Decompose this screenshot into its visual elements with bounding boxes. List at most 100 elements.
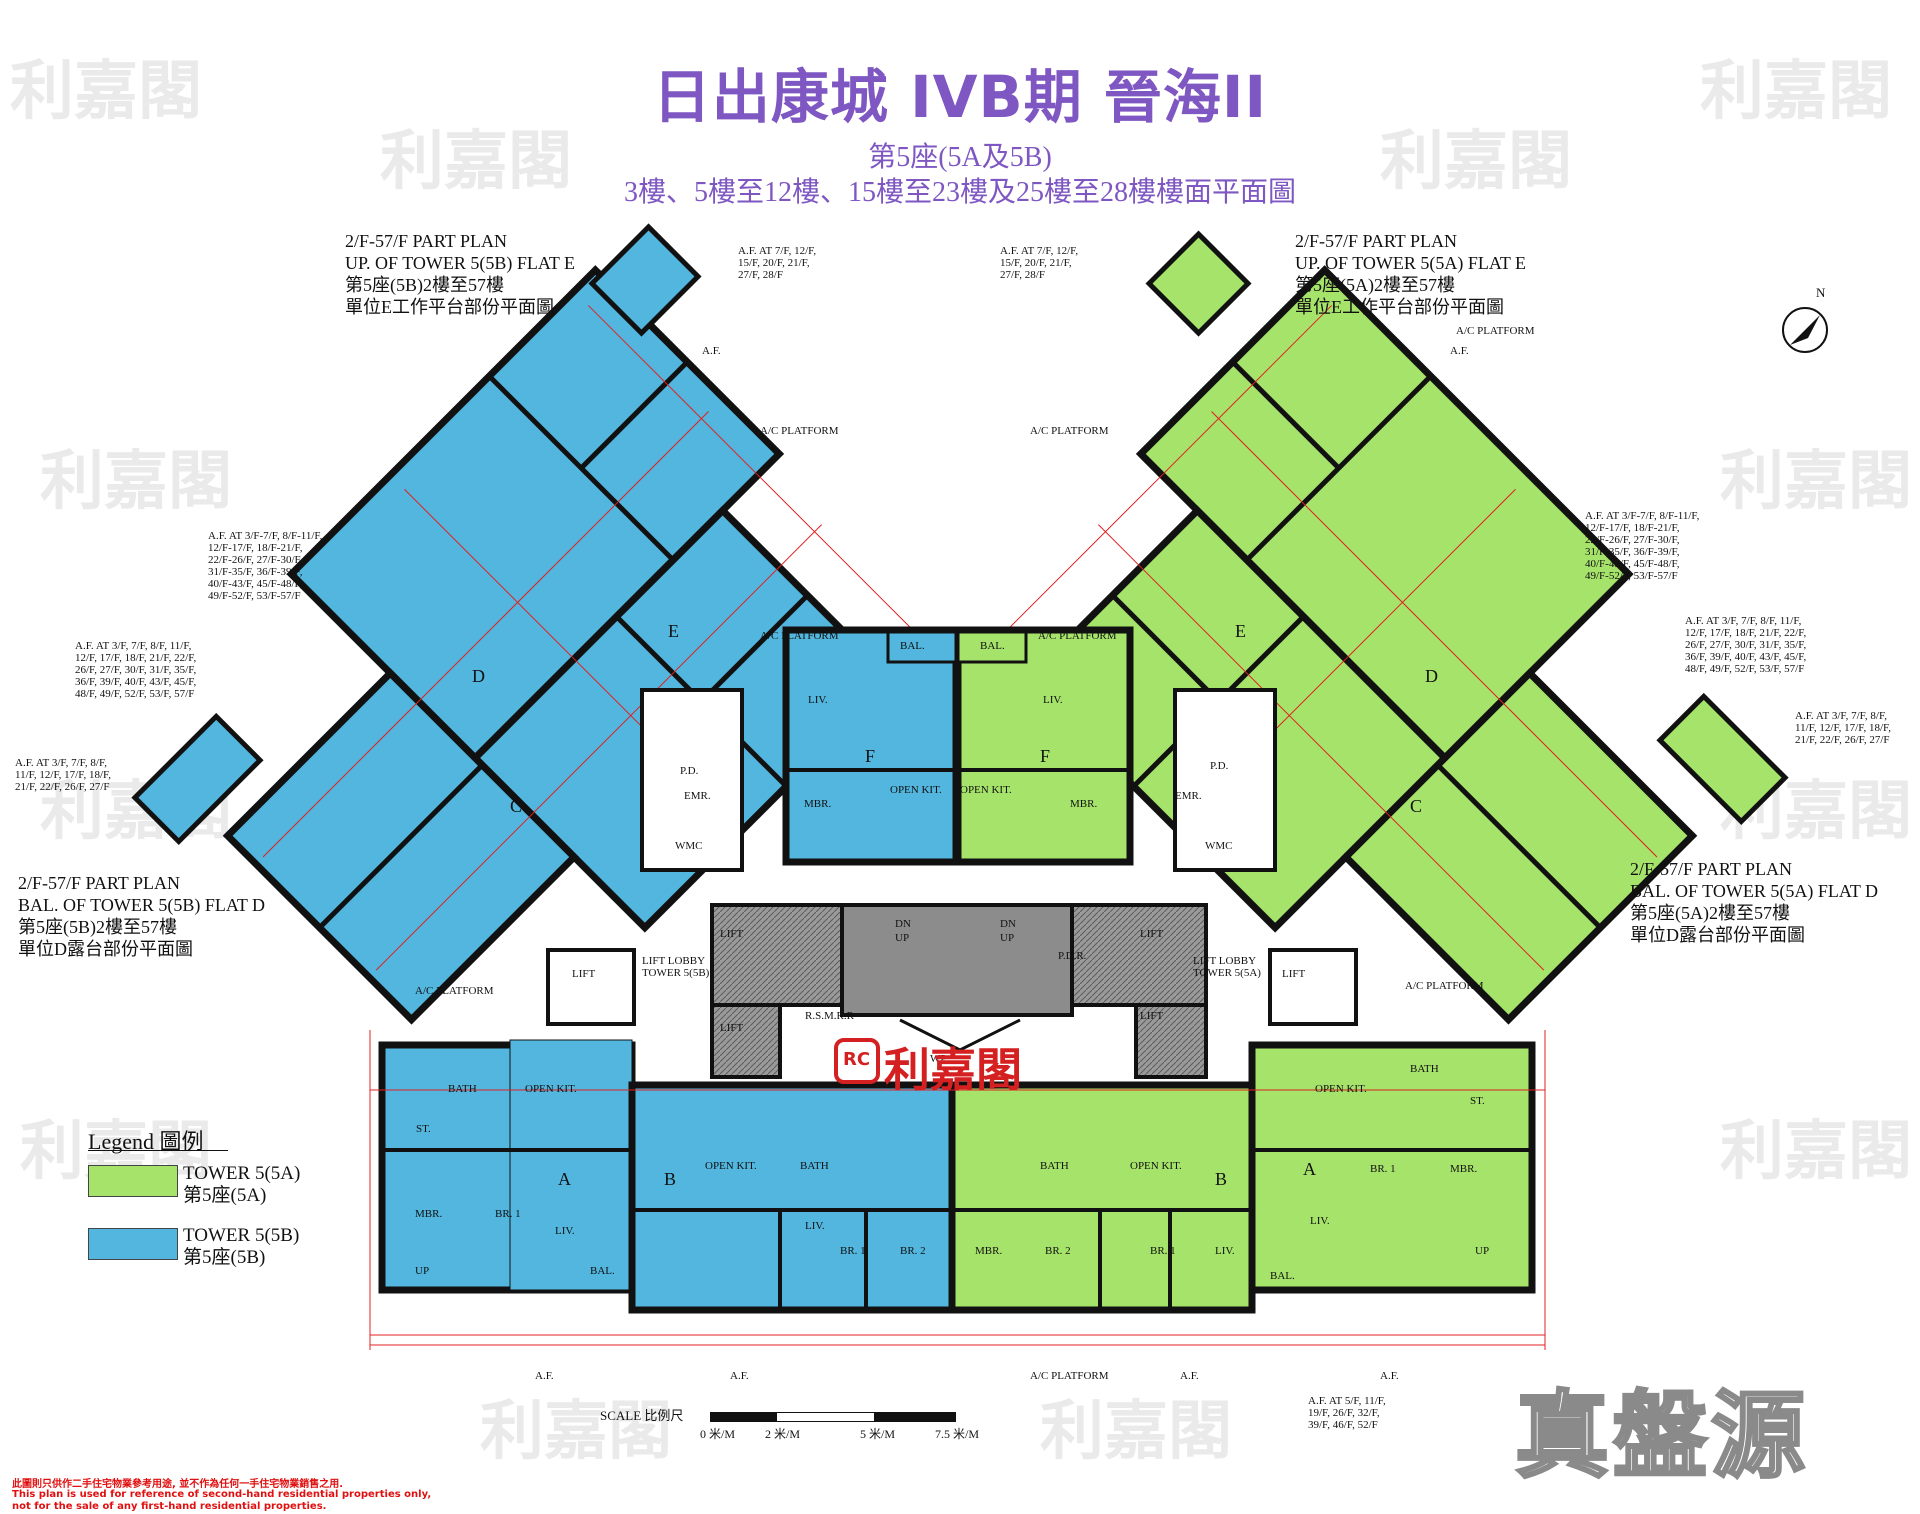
lift-shaft-5b-2 bbox=[710, 1003, 782, 1079]
emr-room-5a bbox=[1173, 688, 1277, 872]
callout-line: BAL. OF TOWER 5(5A) FLAT D bbox=[1630, 881, 1879, 901]
scale-tick: 0 米/M bbox=[700, 1427, 736, 1441]
af-label: A.F. bbox=[535, 1370, 554, 1382]
flat-letter: D bbox=[472, 666, 485, 686]
ac-platform-label: A/C PLATFORM bbox=[1456, 325, 1535, 337]
room-label: BATH bbox=[448, 1083, 477, 1095]
room-label: LIV. bbox=[555, 1225, 575, 1237]
room-label: UP bbox=[1475, 1245, 1490, 1257]
page-subtitle: 第5座(5A及5B) bbox=[868, 142, 1052, 173]
room-label: LIV. bbox=[1043, 694, 1063, 706]
flat-letter: A bbox=[1303, 1159, 1316, 1179]
room-label: ST. bbox=[416, 1123, 431, 1135]
callout-line: 第5座(5A)2樓至57樓 bbox=[1630, 903, 1790, 923]
callout-line: 單位D露台部份平面圖 bbox=[1630, 925, 1805, 945]
callout-line: UP. OF TOWER 5(5A) FLAT E bbox=[1295, 253, 1527, 273]
scale-segment bbox=[710, 1412, 778, 1422]
flat-f-5b bbox=[782, 626, 960, 866]
callout-line: 單位E工作平台部份平面圖 bbox=[1295, 297, 1504, 317]
callout-line: 第5座(5B)2樓至57樓 bbox=[18, 917, 177, 937]
flat-a-5a bbox=[1248, 1041, 1536, 1294]
af-note: A.F. AT 3/F, 7/F, 8/F,11/F, 12/F, 17/F, … bbox=[15, 757, 112, 793]
callout-line: 2/F-57/F PART PLAN bbox=[345, 231, 507, 251]
legend-label-5a: TOWER 5(5A)第5座(5A) bbox=[183, 1163, 301, 1206]
af-note: A.F. AT 3/F, 7/F, 8/F, 11/F,12/F, 17/F, … bbox=[1685, 615, 1807, 675]
part-plan-5a-e bbox=[1145, 230, 1252, 337]
room-label: OPEN KIT. bbox=[705, 1160, 757, 1172]
flat-letter: E bbox=[1235, 621, 1246, 641]
scale-tick: 5 米/M bbox=[860, 1427, 896, 1441]
watermark-text: 真盤源 bbox=[1513, 1381, 1810, 1493]
flat-letter: F bbox=[1040, 746, 1051, 766]
scale-label: SCALE 比例尺 bbox=[600, 1408, 684, 1423]
room-label: BR. 2 bbox=[1045, 1245, 1071, 1257]
af-note: A.F. AT 3/F, 7/F, 8/F, 11/F,12/F, 17/F, … bbox=[75, 640, 197, 700]
room-label: OPEN KIT. bbox=[960, 784, 1012, 796]
emr-label: EMR. bbox=[684, 790, 711, 802]
room-label: BR. 1 bbox=[840, 1245, 866, 1257]
legend-swatch-5a bbox=[88, 1165, 178, 1197]
scale-tick: 2 米/M bbox=[765, 1427, 801, 1441]
ac-platform-label: A/C PLATFORM bbox=[1030, 1370, 1109, 1382]
scale-segment bbox=[874, 1412, 956, 1422]
room-label: OPEN KIT. bbox=[525, 1083, 577, 1095]
room-label: MBR. bbox=[1070, 798, 1098, 810]
lift-shaft-5b bbox=[710, 903, 844, 1007]
legend-label-5b: TOWER 5(5B)第5座(5B) bbox=[183, 1225, 300, 1268]
room-label: BATH bbox=[1410, 1063, 1439, 1075]
callout-line: 2/F-57/F PART PLAN bbox=[18, 873, 180, 893]
room-label: BAL. bbox=[1270, 1270, 1295, 1282]
callout-line: 單位D露台部份平面圖 bbox=[18, 939, 193, 959]
af-note: A.F. AT 3/F-7/F, 8/F-11/F,12/F-17/F, 18/… bbox=[1585, 510, 1700, 582]
lift-shaft-5a bbox=[1070, 903, 1208, 1007]
flat-f-5a bbox=[954, 626, 1134, 866]
af-label: A.F. bbox=[1380, 1370, 1399, 1382]
scale-tick: 7.5 米/M bbox=[935, 1427, 980, 1441]
room-label: LIV. bbox=[805, 1220, 825, 1232]
room-label: BR. 1 bbox=[495, 1208, 521, 1220]
disclaimer-en-1: This plan is used for reference of secon… bbox=[12, 1489, 432, 1500]
callout-line: 單位E工作平台部份平面圖 bbox=[345, 297, 554, 317]
af-note: A.F. AT 3/F, 7/F, 8/F,11/F, 12/F, 17/F, … bbox=[1795, 710, 1892, 746]
callout-part-plan-5a-e: 2/F-57/F PART PLAN UP. OF TOWER 5(5A) FL… bbox=[1295, 230, 1526, 318]
page-subtitle-floors: 3樓、5樓至12樓、15樓至23樓及25樓至28樓樓面平面圖 bbox=[623, 177, 1296, 208]
lift-5a-lobby bbox=[1268, 948, 1358, 1026]
flat-letter: C bbox=[510, 796, 523, 816]
room-label: ST. bbox=[1470, 1095, 1485, 1107]
room-label: BR. 1 bbox=[1150, 1245, 1176, 1257]
part-plan-5b-e bbox=[588, 223, 702, 337]
lift-label: LIFT bbox=[572, 968, 596, 980]
callout-line: 2/F-57/F PART PLAN bbox=[1295, 231, 1457, 251]
af-note: A.F. AT 5/F, 11/F,19/F, 26/F, 32/F,39/F,… bbox=[1308, 1395, 1386, 1431]
callout-part-plan-5a-d: 2/F-57/F PART PLAN BAL. OF TOWER 5(5A) F… bbox=[1630, 858, 1878, 946]
room-label: BAL. bbox=[980, 640, 1005, 652]
stair-core bbox=[840, 903, 1074, 1017]
page-title: 日出康城 IVB期 晉海II bbox=[652, 63, 1268, 131]
callout-line: BAL. OF TOWER 5(5B) FLAT D bbox=[18, 895, 266, 915]
room-label: LIV. bbox=[1215, 1245, 1235, 1257]
af-note: A.F. AT 3/F-7/F, 8/F-11/F,12/F-17/F, 18/… bbox=[208, 530, 323, 602]
legend-swatch-5b bbox=[88, 1228, 178, 1260]
ac-platform-label: A/C PLATFORM bbox=[760, 630, 839, 642]
room-label: OPEN KIT. bbox=[1130, 1160, 1182, 1172]
room-label: OPEN KIT. bbox=[1315, 1083, 1367, 1095]
ac-platform-label: A/C PLATFORM bbox=[415, 985, 494, 997]
room-label: BAL. bbox=[590, 1265, 615, 1277]
logo-mark-icon bbox=[834, 1038, 880, 1084]
room-label: BAL. bbox=[900, 640, 925, 652]
lift-label: LIFT bbox=[1282, 968, 1306, 980]
stair-dn-label: DN bbox=[1000, 918, 1016, 930]
wmc-label: WMC bbox=[1205, 840, 1233, 852]
pdr-label: P.D.R. bbox=[1058, 950, 1087, 962]
room-label: BATH bbox=[1040, 1160, 1069, 1172]
flat-letter: B bbox=[1215, 1169, 1228, 1189]
part-plan-5a-d bbox=[1656, 692, 1789, 826]
flat-letter: C bbox=[1410, 796, 1423, 816]
af-note: A.F. AT 7/F, 12/F,15/F, 20/F, 21/F,27/F,… bbox=[1000, 245, 1079, 281]
pd-label: P.D. bbox=[680, 765, 699, 777]
lift-label: LIFT bbox=[1140, 928, 1164, 940]
af-note: A.F. AT 7/F, 12/F,15/F, 20/F, 21/F,27/F,… bbox=[738, 245, 817, 281]
callout-line: UP. OF TOWER 5(5B) FLAT E bbox=[345, 253, 576, 273]
